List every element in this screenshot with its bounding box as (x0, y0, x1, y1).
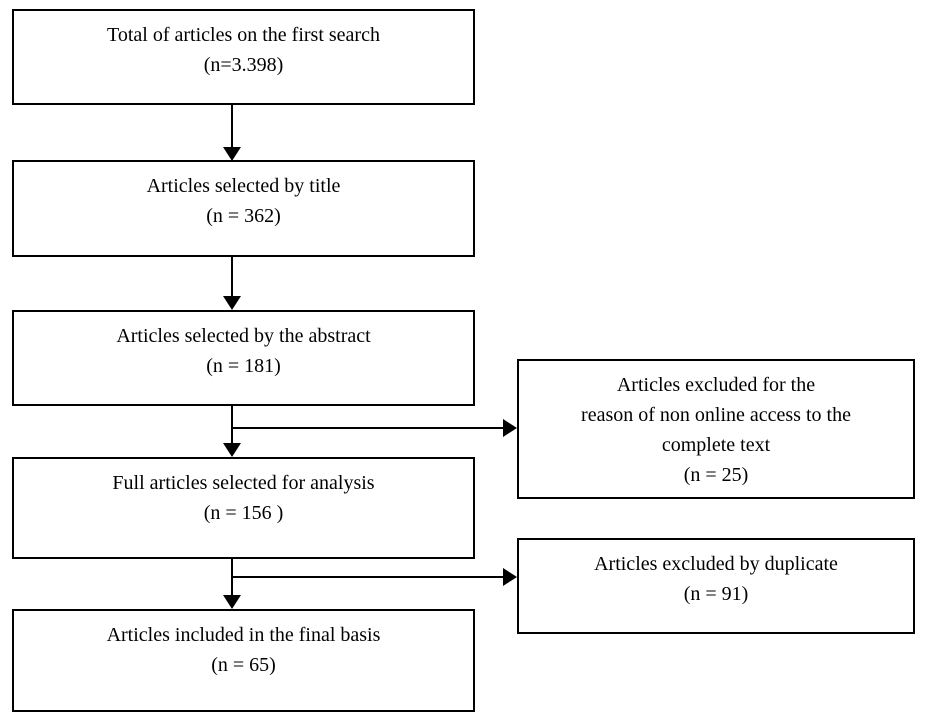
arrow-down-head-icon (223, 147, 241, 161)
box-full-articles-analysis: Full articles selected for analysis (n =… (12, 457, 475, 559)
box-text-line: Full articles selected for analysis (112, 472, 375, 494)
box-total-first-search: Total of articles on the first search (n… (12, 9, 475, 105)
arrow-right-head-icon (503, 419, 517, 437)
box-text-line: Articles selected by the abstract (116, 325, 371, 347)
box-text-line: Articles selected by title (146, 175, 341, 197)
arrow-down-head-icon (223, 443, 241, 457)
box-text-line: (n = 362) (206, 205, 281, 227)
box-text-line: Articles excluded for the (616, 374, 816, 396)
box-text-line: (n = 181) (206, 355, 281, 377)
box-text-line: complete text (661, 434, 771, 456)
box-text-line: (n = 91) (683, 583, 749, 605)
box-included-final-basis: Articles included in the final basis (n … (12, 609, 475, 712)
box-text-line: Total of articles on the first search (107, 24, 380, 46)
box-text-line: (n=3.398) (203, 54, 284, 76)
box-excluded-no-online-access: Articles excluded for the reason of non … (517, 359, 915, 499)
box-text-line: Articles included in the final basis (106, 624, 381, 646)
arrow-right-head-icon (503, 568, 517, 586)
arrow-down-head-icon (223, 595, 241, 609)
box-text-line: (n = 25) (683, 464, 749, 486)
box-text-line: Articles excluded by duplicate (594, 553, 838, 575)
arrow-down-head-icon (223, 296, 241, 310)
box-excluded-duplicate: Articles excluded by duplicate (n = 91) (517, 538, 915, 634)
box-selected-by-abstract: Articles selected by the abstract (n = 1… (12, 310, 475, 406)
box-text-line: (n = 156 ) (203, 502, 284, 524)
box-text-line: reason of non online access to the (581, 404, 851, 426)
box-text-line: (n = 65) (211, 654, 276, 676)
box-selected-by-title: Articles selected by title (n = 362) (12, 160, 475, 257)
